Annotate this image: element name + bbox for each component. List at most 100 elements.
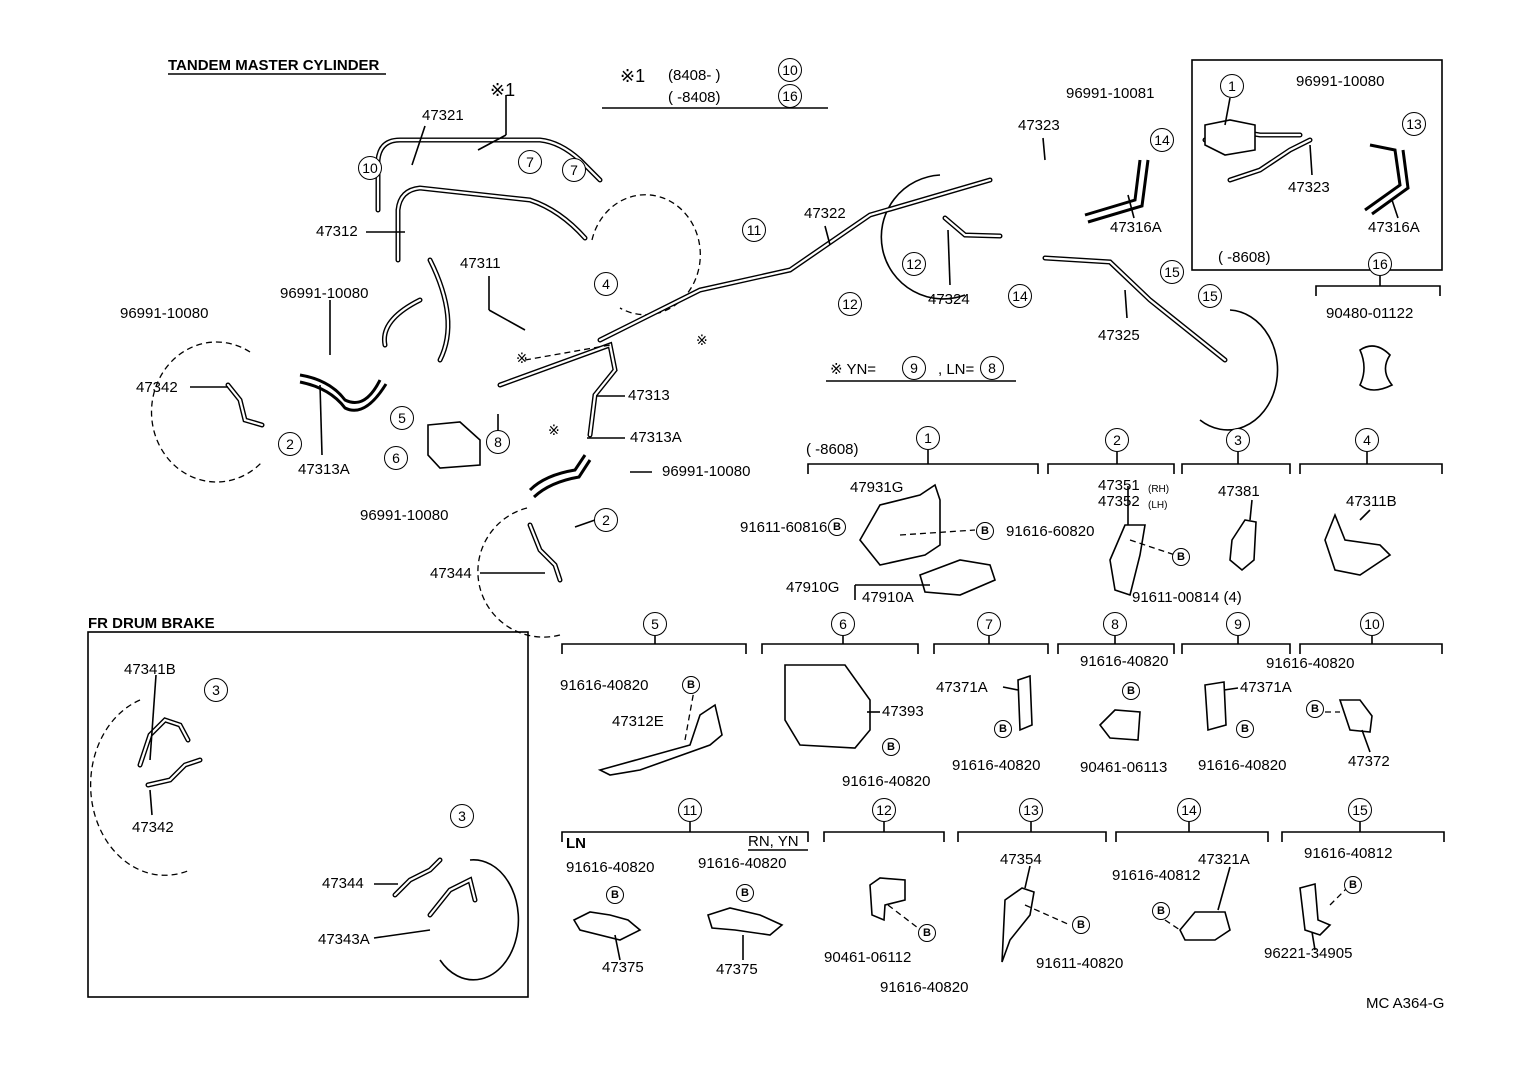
group-header: 6 (831, 612, 855, 636)
callout: 1 (1220, 74, 1244, 98)
g11-label: 47375 (716, 961, 758, 978)
g11-rn: RN, YN (748, 833, 799, 850)
callout: 12 (838, 292, 862, 316)
part-47351 (1109, 524, 1146, 597)
part-label: 47313 (628, 387, 670, 404)
part-96221-34905 (1299, 882, 1332, 936)
group-header: 2 (1105, 428, 1129, 452)
asterisk-mark: ※ (516, 350, 528, 366)
callout: 15 (1160, 260, 1184, 284)
callout: 8 (486, 430, 510, 454)
group-header: 12 (872, 798, 896, 822)
g2-label: 91611-00814 (4) (1132, 589, 1242, 606)
right-disc (880, 174, 966, 300)
group-header: 4 (1355, 428, 1379, 452)
g2-label-suffix: (RH) (1148, 484, 1170, 495)
g1-label: 91616-60820 (1006, 523, 1095, 540)
callout: 14 (1150, 128, 1174, 152)
callout: 7 (518, 150, 542, 174)
g13-label: 91611-40820 (1036, 955, 1124, 972)
part-label: 47316A (1368, 219, 1420, 236)
bolt-marker: B (682, 676, 700, 694)
bolt-marker: B (1172, 548, 1190, 566)
part-label: 47313A (630, 429, 682, 446)
bolt-marker: B (976, 522, 994, 540)
g14-label: 47321A (1198, 851, 1250, 868)
inset-frame (1191, 59, 1443, 271)
note-callout-10: 10 (778, 58, 802, 82)
left-rear-disc (477, 507, 561, 638)
group-header: 10 (1360, 612, 1384, 636)
note-range-2: ( -8408) (668, 89, 721, 106)
callout: 3 (204, 678, 228, 702)
left-disc (150, 341, 263, 483)
g12-label: 90461-06112 (824, 949, 912, 966)
note-range-1: (8408- ) (668, 67, 721, 84)
g2-label-suffix: (LH) (1148, 500, 1168, 511)
bolt-marker: B (606, 886, 624, 904)
g10-label: 91616-40820 (1266, 655, 1355, 672)
callout: 11 (742, 218, 766, 242)
part-label: 96991-10080 (1296, 73, 1385, 90)
note-ln-callout: 8 (980, 356, 1004, 380)
part-label: 47342 (136, 379, 178, 396)
g11-label: 91616-40820 (698, 855, 787, 872)
bolt-marker: B (828, 518, 846, 536)
part-47931G (859, 483, 941, 566)
callout: 5 (390, 406, 414, 430)
g12-label: 91616-40820 (880, 979, 969, 996)
bolt-marker: B (994, 720, 1012, 738)
group-header: 13 (1019, 798, 1043, 822)
part-47372 (1338, 699, 1373, 733)
bolt-marker: B (1122, 682, 1140, 700)
part-47910A (919, 559, 996, 596)
part-47312E (597, 703, 723, 776)
bolt-marker: B (1152, 902, 1170, 920)
bolt-marker: B (1344, 876, 1362, 894)
g5-label: 47312E (612, 713, 664, 730)
g5-label: 91616-40820 (560, 677, 649, 694)
group-header: 15 (1348, 798, 1372, 822)
asterisk-mark: ※ (548, 422, 560, 438)
callout: 7 (562, 158, 586, 182)
callout: 2 (594, 508, 618, 532)
part-label: 47316A (1110, 219, 1162, 236)
part-label: 47312 (316, 223, 358, 240)
part-label: 47342 (132, 819, 174, 836)
part-label: 96991-10080 (120, 305, 209, 322)
callout: 10 (358, 156, 382, 180)
g1-label: 47910A (862, 589, 914, 606)
part-label: 47325 (1098, 327, 1140, 344)
group-header: 8 (1103, 612, 1127, 636)
bolt-marker: B (918, 924, 936, 942)
part-label: 47324 (928, 291, 970, 308)
right-rear-disc (1199, 309, 1279, 431)
part-47381 (1229, 519, 1257, 572)
part-label: 96991-10081 (1066, 85, 1155, 102)
g6-label: 47393 (882, 703, 924, 720)
g7-label: 91616-40820 (952, 757, 1041, 774)
fr-drum-brake-title: FR DRUM BRAKE (88, 615, 215, 632)
drum-brake-frame (87, 631, 529, 998)
g11-label: 91616-40820 (566, 859, 655, 876)
part-label: 47344 (322, 875, 364, 892)
part-label: 47323 (1018, 117, 1060, 134)
part-label: 47344 (430, 565, 472, 582)
part-47393 (784, 664, 871, 749)
note-callout-16: 16 (778, 84, 802, 108)
part-label: 96991-10080 (360, 507, 449, 524)
note-mark: ※1 (620, 66, 646, 86)
g1-label: 47910G (786, 579, 840, 596)
g9-label: 91616-40820 (1198, 757, 1287, 774)
part-47371A-9 (1204, 681, 1227, 732)
group-1-range: ( -8608) (806, 441, 859, 458)
group-header: 11 (678, 798, 702, 822)
note-yn-label: ※ YN= (830, 361, 877, 378)
g6-label: 91616-40820 (842, 773, 931, 790)
part-label: 47323 (1288, 179, 1330, 196)
tandem-master-cylinder-title: TANDEM MASTER CYLINDER (168, 57, 380, 74)
bolt-marker: B (1236, 720, 1254, 738)
part-label: 47322 (804, 205, 846, 222)
callout: 12 (902, 252, 926, 276)
